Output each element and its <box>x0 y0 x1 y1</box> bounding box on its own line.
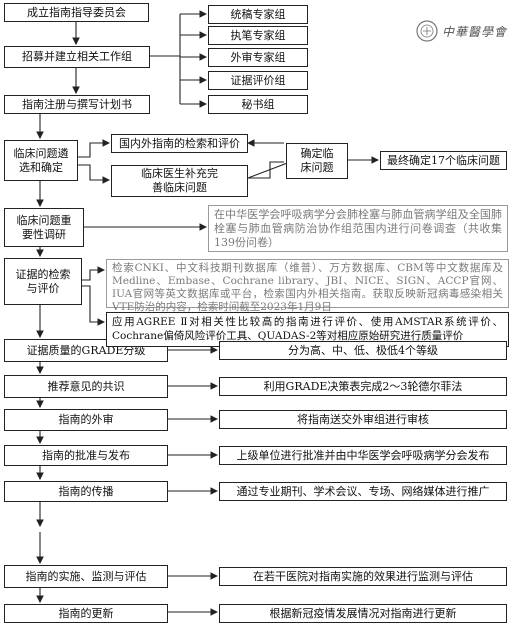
grade-levels: 分为高、中、低、极低4个等级 <box>219 341 507 360</box>
step-dissemination: 指南的传播 <box>4 481 168 502</box>
group-writing: 执笔专家组 <box>208 26 308 45</box>
step-approval: 指南的批准与发布 <box>4 445 168 466</box>
update-detail: 根据新冠疫情发展情况对指南进行更新 <box>219 604 507 623</box>
step-registration: 指南注册与撰写计划书 <box>4 95 150 114</box>
group-external: 外审专家组 <box>208 48 308 67</box>
group-editing: 统稿专家组 <box>208 5 308 24</box>
step-update: 指南的更新 <box>4 604 168 623</box>
step-evidence-search: 证据的检索与评价 <box>4 258 82 305</box>
final-question-box: 最终确定17个临床问题 <box>380 151 507 170</box>
step-importance-survey: 临床问题重要性调研 <box>4 208 84 247</box>
society-logo: 中華醫學會 <box>416 20 507 42</box>
implementation-detail: 在若干医院对指南实施的效果进行监测与评估 <box>219 567 507 586</box>
confirm-question-box: 确定临床问题 <box>286 143 348 179</box>
approval-detail: 上级单位进行批准并由中华医学会呼吸病学分会发布 <box>219 446 507 465</box>
step-clinical-questions: 临床问题遴选和确定 <box>4 140 78 181</box>
seal-icon <box>416 20 438 42</box>
logo-text: 中華醫學會 <box>441 24 507 39</box>
group-evidence: 证据评价组 <box>208 71 308 90</box>
group-secretariat: 秘书组 <box>208 95 308 114</box>
guideline-search-box: 国内外指南的检索和评价 <box>111 134 248 153</box>
dissemination-detail: 通过专业期刊、学术会议、专场、网络媒体进行推广 <box>219 482 507 501</box>
survey-description: 在中华医学会呼吸病学分会肺栓塞与肺血管病学组及全国肺栓塞与肺血管病防治协作组范围… <box>208 205 508 252</box>
confirm-link <box>247 161 291 179</box>
clinician-supplement-box: 临床医生补充完善临床问题 <box>111 165 248 197</box>
step-external-review: 指南的外审 <box>4 409 168 431</box>
external-review-detail: 将指南送交外审组进行审核 <box>219 410 507 429</box>
delphi-rounds: 利用GRADE决策表完成2～3轮德尔菲法 <box>219 377 507 396</box>
database-search-description: 检索CNKI、中文科技期刊数据库（维普）、万方数据库、CBM等中文数据库及Med… <box>106 259 509 313</box>
step-committee: 成立指南指导委员会 <box>4 3 149 22</box>
step-working-groups: 招募并建立相关工作组 <box>4 46 150 68</box>
step-implementation: 指南的实施、监测与评估 <box>4 565 168 588</box>
step-consensus: 推荐意见的共识 <box>4 375 168 398</box>
